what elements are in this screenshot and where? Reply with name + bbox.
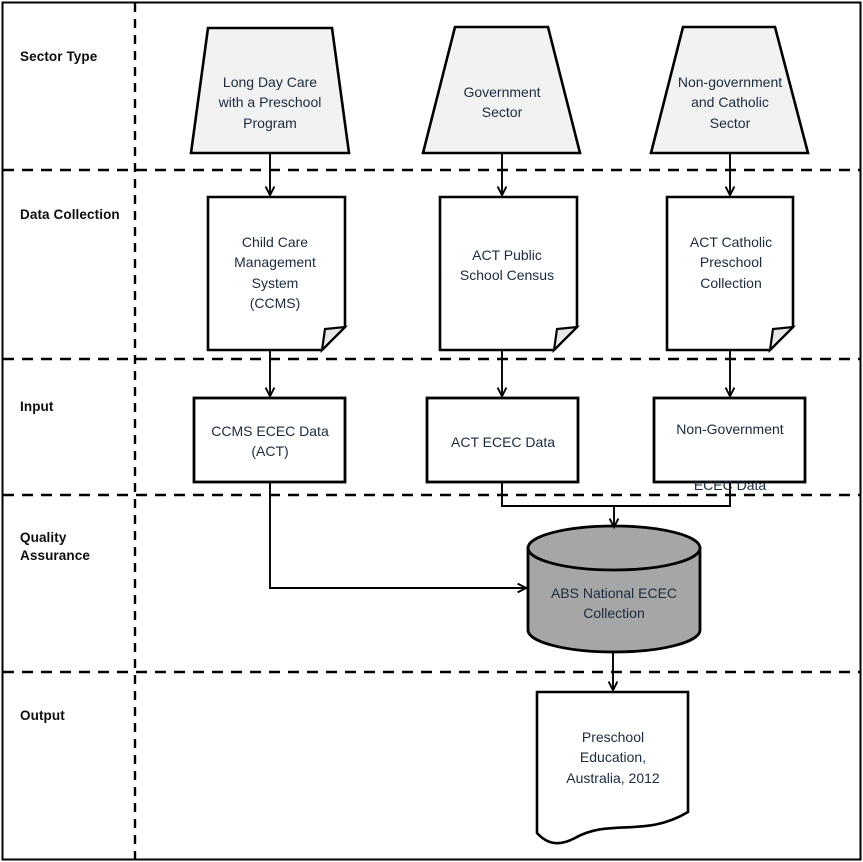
input-box-non-government-ecec-data[interactable] — [652, 396, 807, 484]
sector-shape-non-government[interactable] — [649, 25, 810, 155]
document-fold-catholic-collection — [768, 325, 796, 354]
sector-shape-government[interactable] — [421, 25, 582, 155]
connector-input1-to-database — [269, 482, 526, 588]
lane-label-sector-type: Sector Type — [20, 49, 98, 64]
connector-input3-merge — [614, 482, 731, 507]
sector-shape-long-day-care[interactable] — [189, 26, 351, 155]
output-document-shape[interactable] — [535, 690, 690, 845]
input-box-ccms-ecec-data[interactable] — [192, 396, 347, 484]
document-fold-ccms — [320, 325, 348, 354]
database-top-abs-collection — [526, 524, 702, 572]
document-shape-public-school-census[interactable] — [438, 195, 579, 352]
document-fold-public-school-census — [552, 325, 580, 354]
database-body-abs-collection[interactable] — [526, 546, 702, 654]
connector-input2-merge — [501, 482, 614, 507]
lane-label-data-collection: Data Collection — [20, 207, 120, 222]
document-shape-catholic-collection[interactable] — [665, 195, 795, 352]
lane-label-input: Input — [20, 399, 54, 414]
document-shape-ccms[interactable] — [206, 195, 347, 352]
lane-label-output: Output — [20, 708, 65, 723]
lane-label-quality-assurance: Quality Assurance — [20, 530, 90, 564]
input-box-act-ecec-data[interactable] — [425, 396, 580, 484]
